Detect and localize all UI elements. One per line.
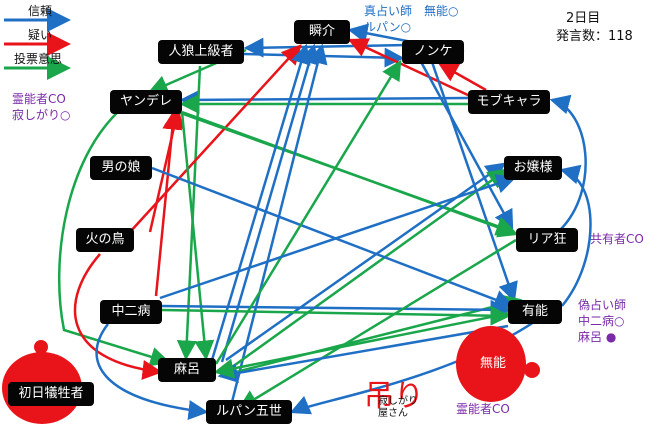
edge-arrow-23 — [219, 294, 523, 378]
node-yuunou[interactable]: 有能 — [508, 300, 562, 324]
legend-doubt-label: 疑い — [28, 28, 53, 42]
edge-arrow-4 — [179, 89, 469, 110]
node-lupin[interactable]: ルパン五世 — [206, 400, 292, 424]
node-shunsuke[interactable]: 瞬介 — [294, 20, 350, 44]
edge-arrow-0 — [243, 47, 405, 68]
day-label: 2日目 — [566, 11, 601, 26]
edge-arrow-19 — [220, 43, 319, 363]
edge-arrow-33 — [95, 323, 209, 420]
edge-arrow-30 — [549, 94, 587, 231]
edge-arrow-27 — [214, 59, 402, 365]
edge-arrow-20 — [230, 43, 328, 403]
fake-seer-chuni-label: 中二病○ — [578, 314, 625, 328]
node-chuni[interactable]: 中二病 — [100, 300, 162, 324]
edge-arrow-25 — [161, 299, 511, 320]
hanged-name-label: 寂しがり屋さん — [378, 396, 418, 419]
bottom-medium-label: 霊能者CO — [456, 402, 510, 416]
edge-arrow-8 — [437, 62, 487, 92]
lupin-result-label: ルパン○ — [364, 20, 412, 34]
edge-arrow-24 — [151, 166, 515, 310]
seer-result-label: 真占い師 無能○ — [364, 4, 459, 18]
edge-arrow-17 — [181, 110, 519, 238]
node-riajuu[interactable]: リア狂 — [516, 228, 578, 252]
legend-trust-label: 信頼 — [28, 4, 53, 18]
edge-arrow-22 — [227, 168, 509, 372]
node-shonichi[interactable]: 初日犠牲者 — [8, 382, 94, 406]
edge-arrow-36 — [213, 310, 517, 379]
node-yandere[interactable]: ヤンデレ — [110, 90, 182, 114]
blood-blot-right — [456, 326, 526, 402]
edge-arrow-32 — [73, 253, 163, 380]
node-ojou[interactable]: お嬢様 — [504, 156, 562, 180]
fake-seer-mario-label: 麻呂 ● — [578, 330, 617, 344]
node-otoko[interactable]: 男の娘 — [90, 156, 152, 180]
node-yuunou-dead[interactable]: 無能 — [479, 356, 506, 371]
statement-count: 発言数：118 — [556, 29, 633, 44]
kyouyu-co-label: 共有者CO — [590, 232, 644, 246]
node-mario[interactable]: 麻呂 — [158, 358, 216, 382]
fake-seer-label: 偽占い師 — [578, 298, 627, 312]
sabishi-label: 寂しがり○ — [12, 108, 71, 122]
hanged-label: 吊り — [364, 379, 424, 414]
edge-arrow-28 — [159, 174, 517, 300]
node-jinro[interactable]: 人狼上級者 — [158, 40, 244, 64]
edge-arrow-7 — [430, 61, 518, 303]
node-nonke[interactable]: ノンケ — [402, 40, 464, 64]
node-mobu[interactable]: モブキャラ — [468, 90, 550, 114]
blood-blot-left-drop — [34, 340, 48, 354]
edge-arrow-35 — [217, 324, 509, 383]
medium-co-label: 霊能者CO — [12, 92, 66, 106]
edge-arrow-11 — [58, 109, 171, 367]
edge-arrow-26 — [161, 305, 511, 326]
edge-arrow-6 — [418, 59, 514, 231]
edge-arrow-15 — [154, 109, 183, 297]
edge-arrow-16 — [180, 111, 215, 361]
edge-arrow-29 — [559, 164, 592, 307]
edge-arrow-3 — [347, 38, 471, 98]
blood-blot-right-drop — [524, 362, 540, 378]
edge-arrow-31 — [237, 238, 517, 410]
legend-vote-label: 投票意思 — [14, 52, 63, 66]
node-hinotori[interactable]: 火の鳥 — [76, 228, 134, 252]
